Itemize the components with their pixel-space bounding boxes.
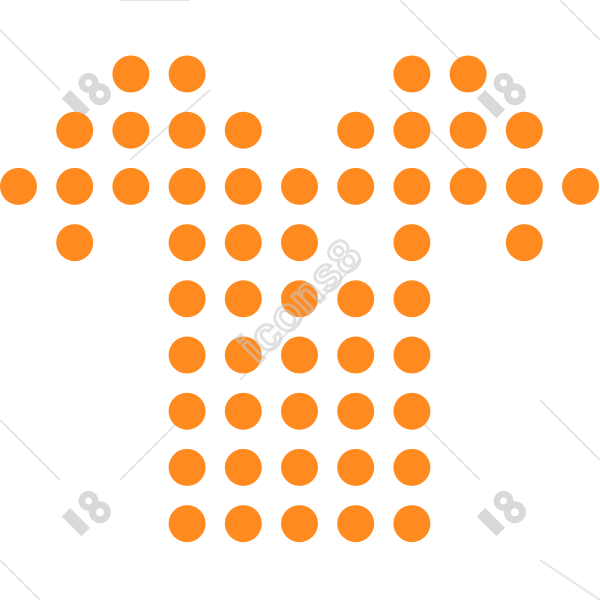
- tshirt-dot: [112, 167, 150, 205]
- tshirt-dot: [337, 111, 375, 149]
- tshirt-dot: [393, 448, 431, 486]
- tshirt-dot: [337, 392, 375, 430]
- tshirt-dot: [505, 167, 543, 205]
- tshirt-dot: [281, 392, 318, 430]
- tshirt-dot: [0, 167, 37, 205]
- tshirt-dot: [505, 111, 543, 149]
- tshirt-dot: [56, 224, 94, 262]
- tshirt-dot: [168, 224, 206, 262]
- tshirt-dot: [393, 505, 431, 543]
- tshirt-dot: [168, 167, 206, 205]
- tshirt-dot: [393, 55, 431, 93]
- tshirt-dot: [393, 392, 431, 430]
- tshirt-dot: [281, 448, 318, 486]
- tshirt-dot: [281, 505, 318, 543]
- tshirt-dot: [449, 55, 487, 93]
- tshirt-dot: [224, 224, 262, 262]
- tshirt-dot: [168, 448, 206, 486]
- tshirt-dot: [281, 167, 318, 205]
- tshirt-dot: [505, 224, 543, 262]
- tshirt-dot: [393, 336, 431, 374]
- tshirt-dot: [224, 448, 262, 486]
- tshirt-dot: [224, 111, 262, 149]
- tshirt-dot: [449, 167, 487, 205]
- tshirt-dot: [56, 111, 94, 149]
- tshirt-dot: [393, 111, 431, 149]
- tshirt-dot: [168, 280, 206, 318]
- tshirt-dot: [224, 505, 262, 543]
- tshirt-dot: [224, 336, 262, 374]
- tshirt-dot: [393, 224, 431, 262]
- tshirt-dot: [168, 505, 206, 543]
- tshirt-dot: [281, 224, 318, 262]
- tshirt-dot: [112, 111, 150, 149]
- tshirt-dot: [337, 167, 375, 205]
- tshirt-dot: [168, 111, 206, 149]
- tshirt-dot: [112, 55, 150, 93]
- tshirt-dot: [281, 280, 318, 318]
- tshirt-dot: [168, 336, 206, 374]
- tshirt-dot: [224, 167, 262, 205]
- tshirt-dot: [337, 280, 375, 318]
- tshirt-dot: [168, 392, 206, 430]
- tshirt-dot: [168, 55, 206, 93]
- tshirt-dot: [224, 392, 262, 430]
- tshirt-dot: [56, 167, 94, 205]
- tshirt-dot: [337, 336, 375, 374]
- tshirt-dot: [337, 505, 375, 543]
- tshirt-dot: [393, 280, 431, 318]
- tshirt-dot: [393, 167, 431, 205]
- tshirt-dot: [562, 167, 599, 205]
- tshirt-dot: [224, 280, 262, 318]
- tshirt-dot: [337, 448, 375, 486]
- tshirt-dot: [281, 336, 318, 374]
- tshirt-dot: [449, 111, 487, 149]
